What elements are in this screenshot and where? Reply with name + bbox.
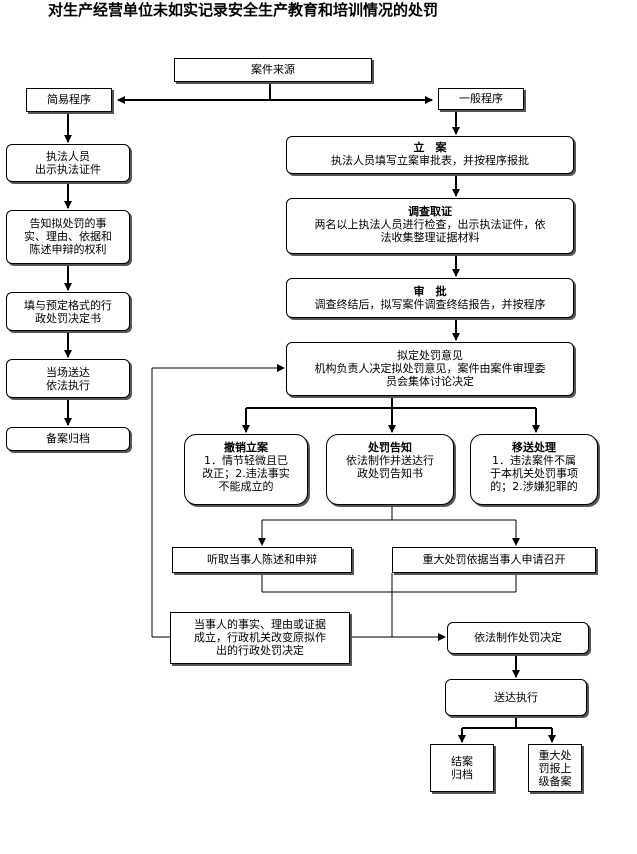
approval-text: 调查终结后，拟写案件调查终结报告，并按程序: [314, 298, 546, 311]
transfer-line-1: 1．违法案件不属: [492, 454, 576, 467]
penalty-opinion-box: 拟定处罚意见 机构负责人决定拟处罚意见，案件由案件审理委 员会集体讨论决定: [286, 342, 574, 396]
penalty-decision-box: 依法制作处罚决定: [447, 622, 589, 654]
investigation-box: 调查取证 两名以上执法人员进行检查，出示执法证件，依 法收集整理证据材料: [286, 198, 574, 254]
report-superior-line-3: 级备案: [538, 775, 572, 788]
fill-decision-form-line-2: 政处罚决定书: [35, 312, 101, 325]
hearing-label: 重大处罚依据当事人申请召开: [422, 553, 566, 566]
fill-decision-form-box: 填与预定格式的行 政处罚决定书: [6, 292, 130, 331]
transfer-box: 移送处理 1．违法案件不属 于本机关处罚事项 的；2.涉嫌犯罪的: [470, 434, 598, 505]
on-site-delivery-line-2: 依法执行: [46, 379, 90, 392]
investigation-text-line-2: 法收集整理证据材料: [380, 231, 480, 244]
simple-procedure-box: 简易程序: [26, 88, 112, 112]
show-credentials-box: 执法人员 出示执法证件: [6, 144, 130, 182]
revoke-filing-line-2: 改正；2.违法事实: [202, 467, 290, 480]
listen-statement-label: 听取当事人陈述和申辩: [207, 553, 317, 566]
inform-rights-line-3: 陈述申辩的权利: [29, 243, 107, 256]
penalty-opinion-line-1: 机构负责人决定拟处罚意见，案件由案件审理委: [314, 362, 546, 375]
filing-heading: 立 案: [413, 141, 447, 154]
approval-heading: 审 批: [413, 285, 447, 298]
penalty-notice-heading: 处罚告知: [368, 441, 412, 454]
case-source-label: 案件来源: [251, 63, 295, 76]
on-site-delivery-box: 当场送达 依法执行: [6, 359, 130, 398]
transfer-heading: 移送处理: [512, 441, 556, 454]
report-superior-line-2: 罚报上: [538, 762, 572, 775]
general-procedure-box: 一般程序: [438, 88, 524, 110]
diagram-title: 对生产经营单位未如实记录安全生产教育和培训情况的处罚: [48, 1, 439, 19]
penalty-decision-label: 依法制作处罚决定: [474, 631, 562, 644]
inform-rights-box: 告知拟处罚的事 实、理由、依据和 陈述申辩的权利: [6, 210, 130, 264]
investigation-heading: 调查取证: [408, 205, 452, 218]
on-site-delivery-line-1: 当场送达: [46, 366, 90, 379]
penalty-opinion-line-2: 员会集体讨论决定: [386, 375, 474, 388]
hearing-box: 重大处罚依据当事人申请召开: [392, 547, 596, 573]
inform-rights-line-1: 告知拟处罚的事: [29, 217, 107, 230]
listen-statement-box: 听取当事人陈述和申辩: [172, 547, 352, 573]
show-credentials-line-2: 出示执法证件: [35, 163, 101, 176]
transfer-line-3: 的；2.涉嫌犯罪的: [490, 480, 578, 493]
facts-established-line-2: 成立，行政机关改变原拟作: [194, 631, 326, 644]
close-case-line-1: 结案: [451, 755, 473, 768]
revoke-filing-box: 撤销立案 1．情节轻微且已 改正；2.违法事实 不能成立的: [184, 434, 308, 505]
transfer-line-2: 于本机关处罚事项: [490, 467, 578, 480]
report-superior-box: 重大处 罚报上 级备案: [528, 744, 582, 792]
facts-established-line-3: 出的行政处罚决定: [216, 644, 304, 657]
close-case-box: 结案 归档: [430, 744, 494, 792]
archive-label: 备案归档: [46, 432, 90, 445]
penalty-opinion-heading: 拟定处罚意见: [397, 349, 463, 362]
penalty-notice-box: 处罚告知 依法制作并送达行 政处罚告知书: [326, 434, 454, 505]
revoke-filing-heading: 撤销立案: [224, 441, 268, 454]
facts-established-box: 当事人的事实、理由或证据 成立，行政机关改变原拟作 出的行政处罚决定: [170, 612, 350, 664]
simple-procedure-label: 简易程序: [47, 93, 91, 106]
revoke-filing-line-1: 1．情节轻微且已: [204, 454, 288, 467]
archive-box: 备案归档: [6, 427, 130, 451]
inform-rights-line-2: 实、理由、依据和: [24, 230, 112, 243]
show-credentials-line-1: 执法人员: [46, 150, 90, 163]
penalty-notice-line-1: 依法制作并送达行: [346, 454, 434, 467]
deliver-execute-box: 送达执行: [445, 679, 587, 716]
fill-decision-form-line-1: 填与预定格式的行: [24, 299, 112, 312]
filing-box: 立 案 执法人员填写立案审批表，并按程序报批: [286, 136, 574, 174]
penalty-notice-line-2: 政处罚告知书: [357, 467, 423, 480]
approval-box: 审 批 调查终结后，拟写案件调查终结报告，并按程序: [286, 278, 574, 318]
facts-established-line-1: 当事人的事实、理由或证据: [194, 618, 326, 631]
deliver-execute-label: 送达执行: [494, 691, 538, 704]
case-source-box: 案件来源: [174, 58, 372, 82]
revoke-filing-line-3: 不能成立的: [218, 480, 274, 493]
investigation-text-line-1: 两名以上执法人员进行检查，出示执法证件，依: [314, 218, 546, 231]
general-procedure-label: 一般程序: [459, 92, 503, 105]
report-superior-line-1: 重大处: [538, 749, 572, 762]
filing-text: 执法人员填写立案审批表，并按程序报批: [331, 154, 529, 167]
close-case-line-2: 归档: [451, 768, 473, 781]
